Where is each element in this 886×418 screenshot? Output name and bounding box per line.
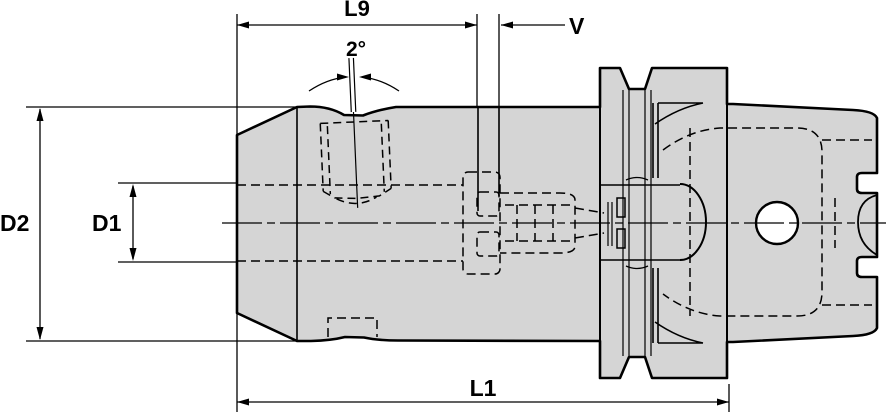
set-screw-axis-line bbox=[348, 57, 359, 208]
arrow-d1-top bbox=[129, 184, 137, 197]
dimension-lines bbox=[26, 14, 730, 412]
arrow-l1-left bbox=[237, 398, 249, 406]
arrow-l1-right bbox=[717, 398, 729, 406]
tube-connector-arcs bbox=[625, 176, 649, 270]
label-d2: D2 bbox=[0, 210, 29, 236]
taper-opening-hidden bbox=[822, 139, 872, 306]
visible-internal-edges bbox=[296, 68, 878, 378]
hidden-edges bbox=[237, 127, 872, 337]
label-l9: L9 bbox=[344, 0, 370, 21]
bore-opening-recess bbox=[857, 194, 878, 256]
dimension-labels: L9 V 2° D2 D1 L1 bbox=[0, 0, 585, 401]
gripper-groove-top bbox=[652, 102, 704, 178]
coolant-tube-lines bbox=[600, 184, 680, 261]
arrow-l9-right bbox=[465, 21, 477, 29]
arrow-l9-left bbox=[237, 21, 249, 29]
nut-collar-upper-hidden bbox=[476, 191, 500, 217]
pilot-bore-hidden bbox=[237, 184, 463, 262]
tube-detail-bars bbox=[607, 202, 613, 246]
arrow-d2-bottom bbox=[36, 327, 44, 340]
tube-collar-lower bbox=[616, 228, 626, 249]
label-v: V bbox=[569, 13, 585, 39]
tube-collar-upper bbox=[616, 197, 626, 218]
set-screw-group bbox=[319, 57, 392, 208]
bottom-screw-hidden bbox=[327, 317, 378, 337]
label-angle: 2° bbox=[346, 38, 366, 61]
label-l1: L1 bbox=[470, 375, 497, 401]
taper-bore-hidden bbox=[662, 127, 823, 317]
nut-collar-lower-hidden bbox=[476, 231, 500, 257]
arrow-v bbox=[501, 21, 513, 29]
gripper-groove-bottom bbox=[652, 268, 704, 344]
arrow-angle-left bbox=[337, 73, 349, 81]
arrow-angle-right bbox=[359, 73, 371, 81]
label-d1: D1 bbox=[92, 210, 122, 236]
arrow-d1-bottom bbox=[129, 248, 137, 261]
arrow-d2-top bbox=[36, 108, 44, 121]
dimension-arrowheads bbox=[36, 21, 729, 406]
coolant-dome-arc bbox=[679, 183, 707, 261]
